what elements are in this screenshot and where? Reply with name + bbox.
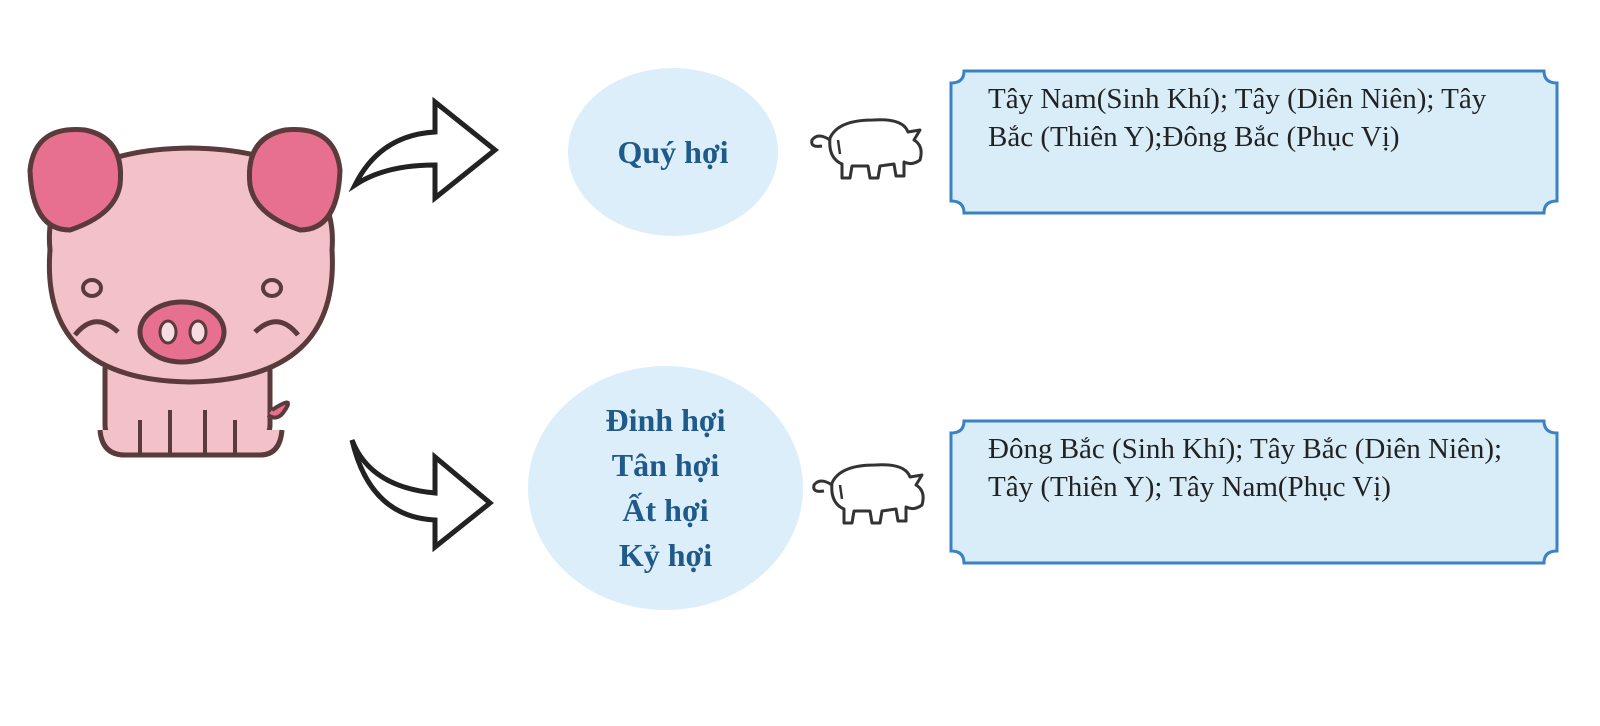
group-circle-top: Quý hợi: [568, 68, 778, 236]
circle-label: Tân hợi: [611, 447, 720, 483]
circle-label: Đinh hợi: [605, 402, 726, 438]
pig-illustration: [10, 110, 370, 480]
arrow-top: [340, 90, 510, 225]
arrow-bottom: [340, 425, 510, 560]
circle-label: Ất hợi: [622, 492, 709, 528]
directions-text: Đông Bắc (Sinh Khí); Tây Bắc (Diên Niên)…: [988, 433, 1503, 503]
group-circle-bottom: Đinh hợi Tân hợi Ất hợi Kỷ hợi: [528, 366, 803, 610]
directions-text: Tây Nam(Sinh Khí); Tây (Diên Niên); Tây …: [988, 83, 1487, 153]
small-pig-top: [808, 110, 933, 193]
curved-arrow-icon: [349, 439, 494, 553]
directions-box-bottom: Đông Bắc (Sinh Khí); Tây Bắc (Diên Niên)…: [948, 418, 1560, 566]
directions-box-top: Tây Nam(Sinh Khí); Tây (Diên Niên); Tây …: [948, 68, 1560, 216]
pig-outline-icon: [810, 118, 923, 180]
pig-outline-icon: [812, 463, 925, 525]
circle-label: Quý hợi: [617, 133, 729, 170]
small-pig-bottom: [810, 455, 935, 538]
pig-icon: [27, 127, 343, 458]
circle-label: Kỷ hợi: [618, 537, 713, 573]
curved-arrow-icon: [348, 96, 500, 204]
